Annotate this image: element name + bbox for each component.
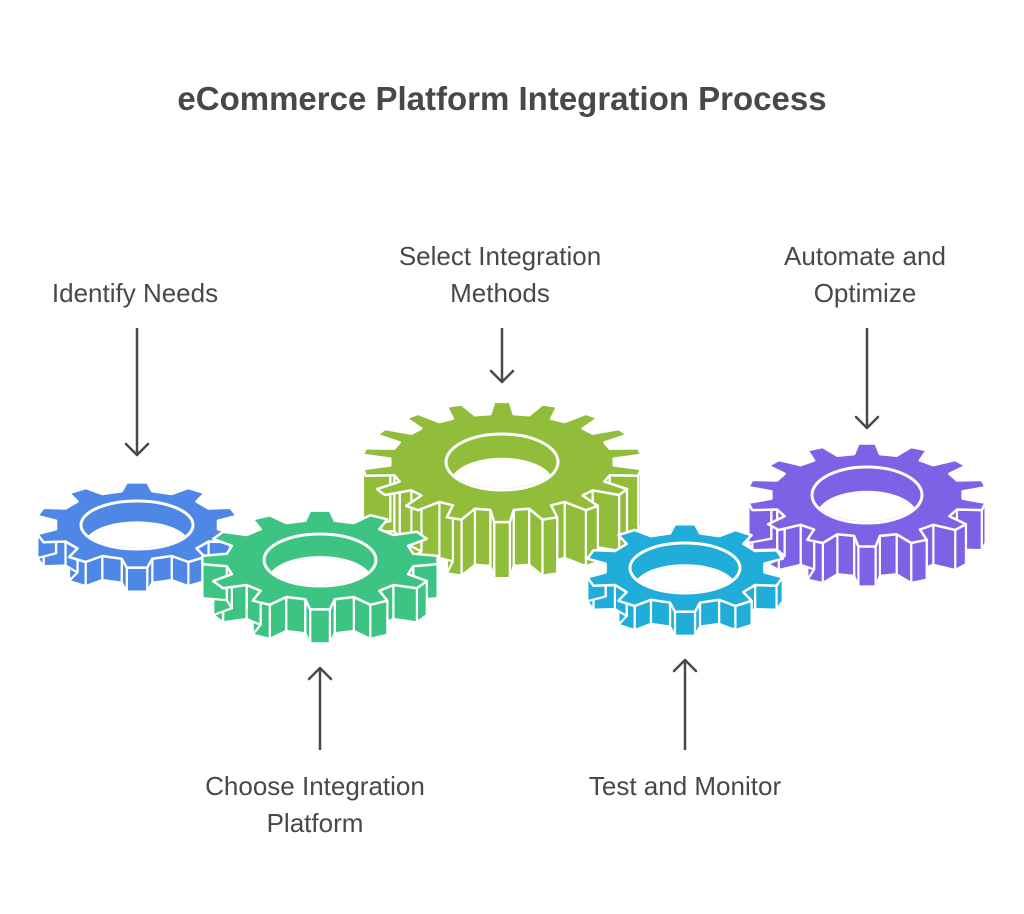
gear-side-face (473, 507, 492, 567)
label-test-and-monitor: Test and Monitor (588, 771, 782, 801)
arrow-head-icon (854, 415, 880, 430)
gear-side-face (541, 516, 559, 577)
gear-side-face (857, 545, 877, 588)
gear-side-face (649, 598, 672, 628)
label-select-integration-methods: Select Integration Methods (398, 241, 602, 308)
label-choose-integration-platform: Choose Integration Platform (205, 771, 425, 838)
gear-side-face (954, 523, 968, 572)
gear-side-face (125, 566, 149, 593)
gear-side-face (836, 533, 856, 578)
gear-side-face (369, 599, 389, 640)
arrow-identify-needs (124, 328, 150, 457)
gear-side-face (309, 608, 331, 645)
gear-side-face (493, 521, 511, 580)
gear-choose-integration-platform (201, 509, 439, 645)
gear-side-face (151, 554, 173, 584)
arrow-test-and-monitor (672, 658, 698, 750)
arrow-automate-and-optimize (854, 328, 880, 430)
gear-hole-bore (85, 521, 189, 548)
arrow-head-icon (672, 658, 698, 673)
gear-hole-bore (450, 457, 554, 489)
gear-side-face (392, 583, 418, 624)
gear-hole-bore (268, 556, 372, 585)
gear-side-face (754, 583, 778, 611)
gear-side-walls (586, 562, 784, 637)
gear-automate-and-optimize (747, 442, 987, 588)
gear-test-and-monitor (586, 522, 784, 637)
arrow-head-icon (307, 666, 333, 681)
label-identify-needs: Identify Needs (51, 278, 219, 308)
arrow-head-icon (124, 442, 150, 457)
diagram-title: eCommerce Platform Integration Process (177, 80, 827, 117)
gear-side-face (333, 595, 355, 635)
gear-side-face (932, 523, 957, 572)
gear-side-face (101, 554, 123, 584)
gear-side-face (910, 538, 928, 585)
gear-hole-bore (816, 490, 918, 522)
gear-side-face (563, 500, 587, 568)
arrow-choose-integration-platform (307, 666, 333, 750)
label-automate-and-optimize: Automate and Optimize (784, 241, 946, 308)
arrow-select-integration-methods (489, 328, 515, 384)
gear-side-face (878, 533, 898, 578)
gear-hole-bore (634, 564, 736, 592)
arrow-head-icon (489, 369, 515, 384)
gear-side-face (698, 598, 721, 628)
gear-side-face (673, 610, 697, 637)
gear-side-face (512, 507, 531, 567)
gear-side-face (285, 595, 307, 635)
